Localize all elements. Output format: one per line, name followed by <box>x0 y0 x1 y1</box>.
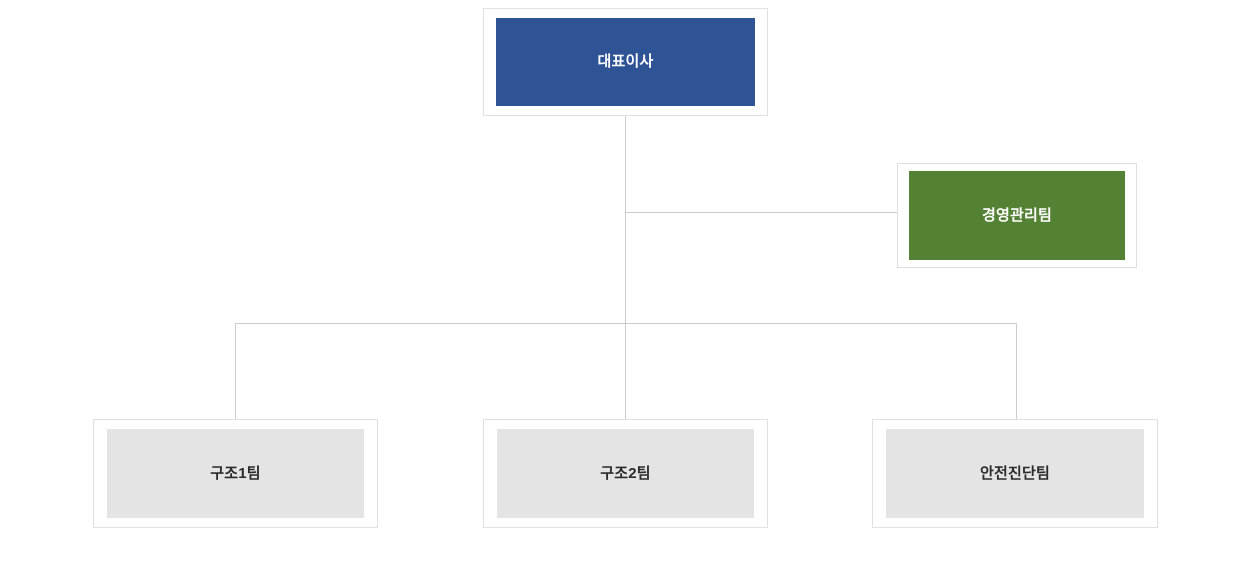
node-structure-team-2[interactable]: 구조2팀 <box>483 419 768 528</box>
connector-drop-team1 <box>235 323 236 419</box>
connector-drop-team3 <box>1016 323 1017 419</box>
node-team-3-fill: 안전진단팀 <box>886 429 1144 518</box>
node-management-team[interactable]: 경영관리팀 <box>897 163 1137 268</box>
node-structure-team-1[interactable]: 구조1팀 <box>93 419 378 528</box>
node-team-1-label: 구조1팀 <box>210 464 261 482</box>
connector-exec-trunk <box>625 115 626 419</box>
node-chief-executive-officer[interactable]: 대표이사 <box>483 8 768 116</box>
node-team-1-fill: 구조1팀 <box>107 429 364 518</box>
node-team-3-label: 안전진단팀 <box>979 464 1050 482</box>
node-safety-inspection-team[interactable]: 안전진단팀 <box>872 419 1158 528</box>
node-team-2-fill: 구조2팀 <box>497 429 754 518</box>
node-team-2-label: 구조2팀 <box>600 464 651 482</box>
node-exec-fill: 대표이사 <box>496 18 755 106</box>
node-management-fill: 경영관리팀 <box>909 171 1125 260</box>
connector-exec-to-management <box>625 212 897 213</box>
node-management-label: 경영관리팀 <box>981 206 1052 224</box>
node-exec-label: 대표이사 <box>597 53 654 70</box>
connector-team-bus <box>235 323 1017 324</box>
